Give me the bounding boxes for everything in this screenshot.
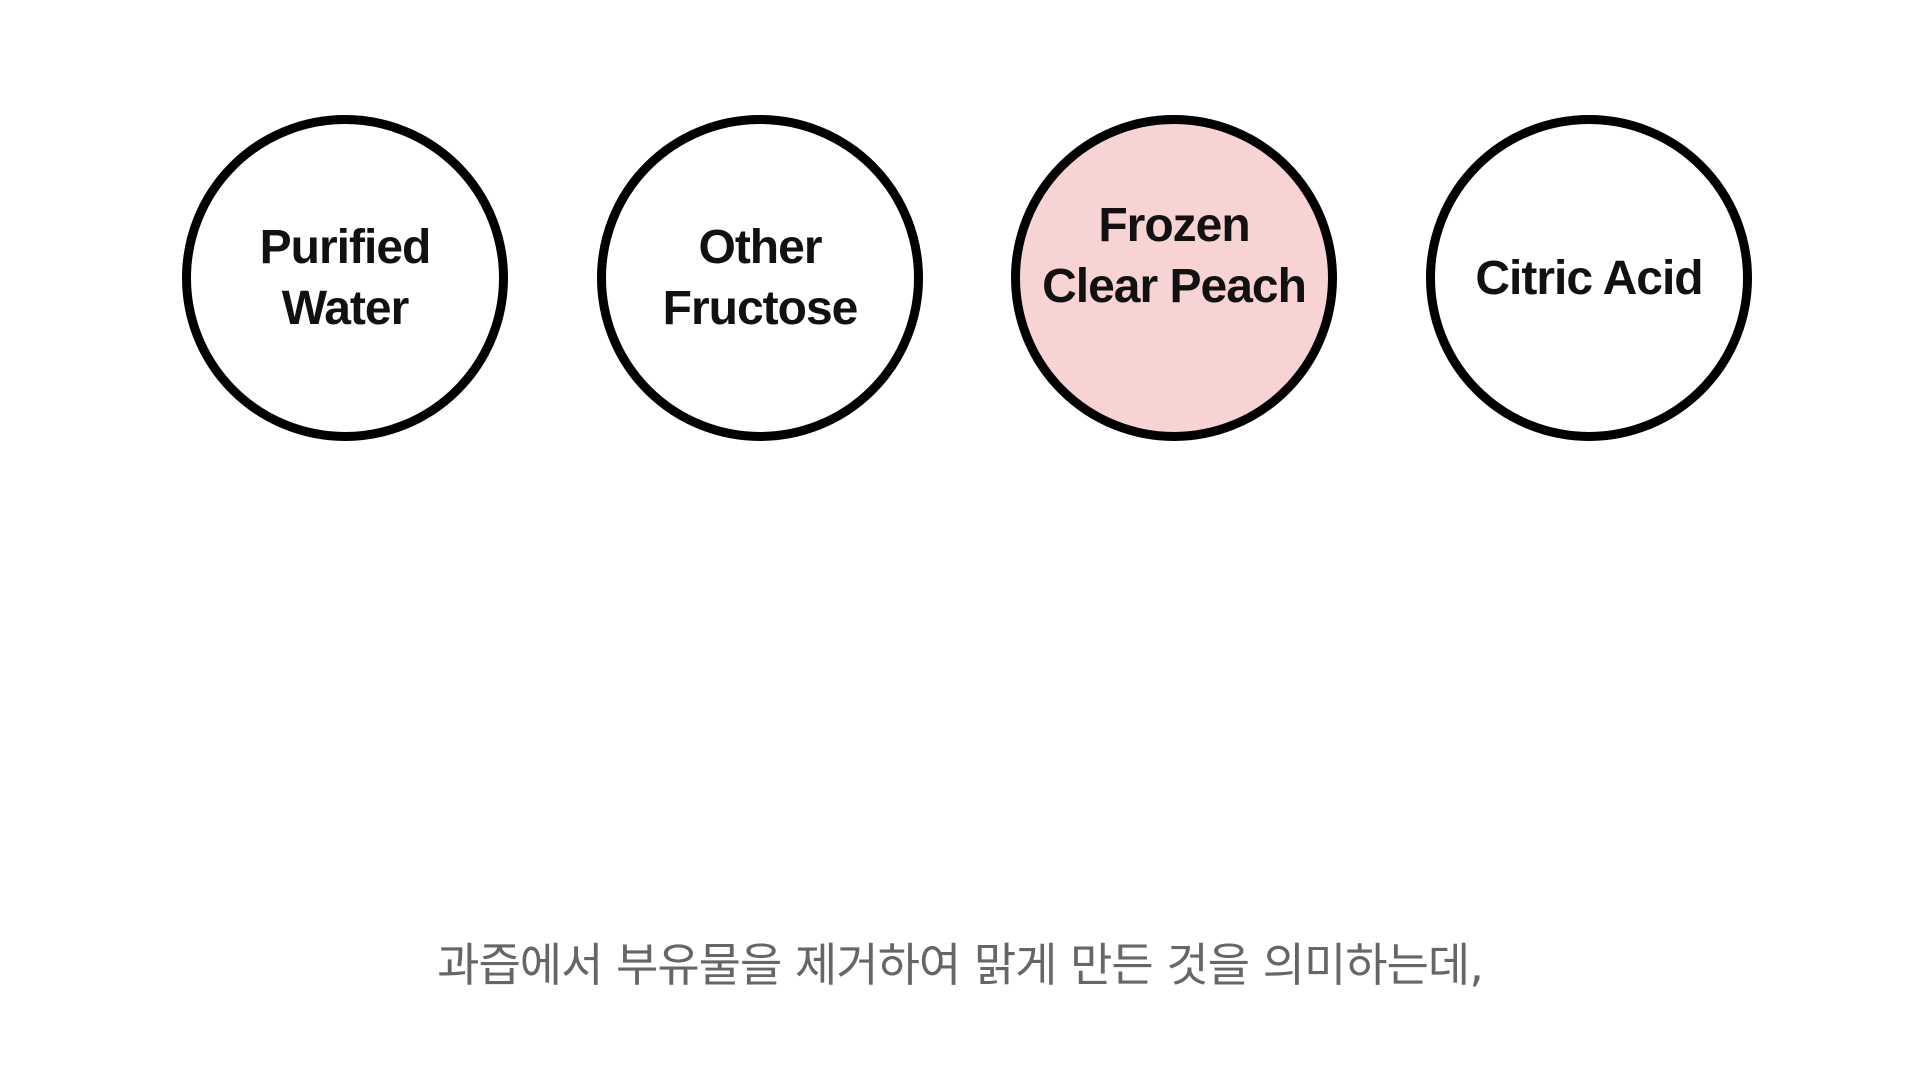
ingredient-circle-purified-water: Purified Water	[182, 115, 508, 441]
ingredient-circle-citric-acid: Citric Acid	[1426, 115, 1752, 441]
ingredient-label: Other Fructose	[662, 221, 859, 335]
ingredient-label: Frozen Clear Peach	[1042, 199, 1307, 313]
subtitle-caption: 과즙에서 부유물을 제거하여 맑게 만든 것을 의미하는데,	[437, 938, 1484, 992]
ingredient-circle-frozen-clear-peach: Frozen Clear Peach	[1011, 115, 1337, 441]
ingredient-circle-other-fructose: Other Fructose	[597, 115, 923, 441]
ingredient-label: Purified Water	[259, 221, 432, 335]
ingredient-label: Citric Acid	[1475, 251, 1703, 305]
